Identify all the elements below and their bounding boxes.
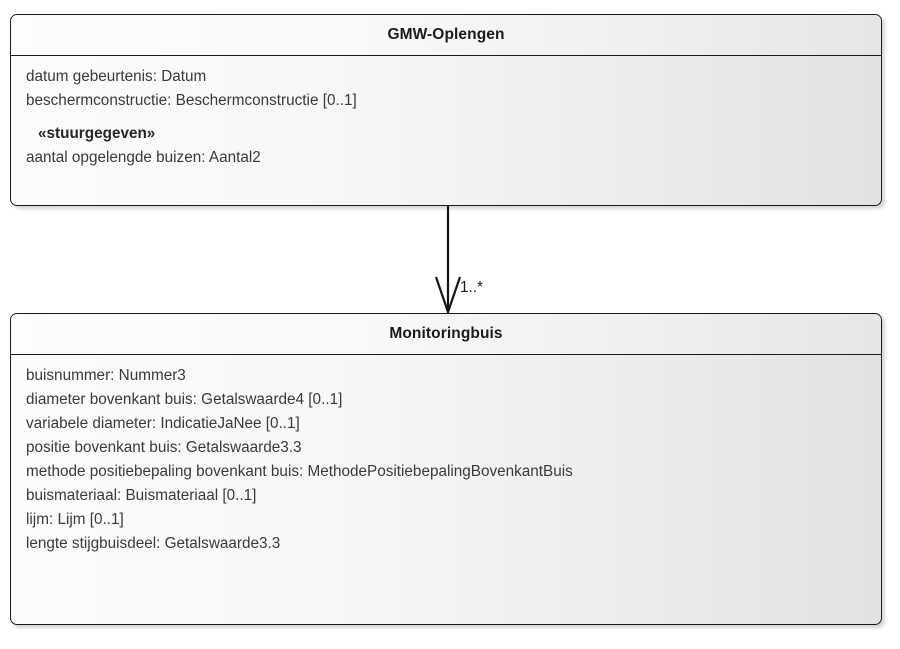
uml-attribute: datum gebeurtenis: Datum [26, 68, 207, 85]
uml-attribute-compartment-gmw-oplengen: datum gebeurtenis: Datum beschermconstru… [11, 56, 881, 180]
uml-attribute: buisnummer: Nummer3 [26, 367, 186, 384]
uml-class-gmw-oplengen[interactable]: GMW-Oplengen datum gebeurtenis: Datum be… [10, 14, 882, 206]
uml-class-title-monitoringbuis: Monitoringbuis [389, 325, 503, 342]
uml-attribute: variabele diameter: IndicatieJaNee [0..1… [26, 415, 300, 432]
uml-attribute: methode positiebepaling bovenkant buis: … [26, 463, 573, 480]
uml-class-monitoringbuis[interactable]: Monitoringbuis buisnummer: Nummer3 diame… [10, 313, 882, 625]
uml-class-header-gmw-oplengen: GMW-Oplengen [11, 15, 881, 56]
uml-class-header-monitoringbuis: Monitoringbuis [11, 314, 881, 355]
association-arrowhead-icon [434, 276, 462, 316]
uml-stereotype-label: «stuurgegeven» [38, 125, 156, 142]
uml-attribute: beschermconstructie: Beschermconstructie… [26, 92, 357, 109]
uml-attribute: positie bovenkant buis: Getalswaarde3.3 [26, 439, 302, 456]
uml-attribute-compartment-monitoringbuis: buisnummer: Nummer3 diameter bovenkant b… [11, 355, 881, 566]
uml-class-title-gmw-oplengen: GMW-Oplengen [387, 26, 505, 43]
uml-attribute: diameter bovenkant buis: Getalswaarde4 [… [26, 391, 343, 408]
uml-attribute: aantal opgelengde buizen: Aantal2 [26, 149, 261, 166]
uml-attribute: lijm: Lijm [0..1] [26, 511, 124, 528]
uml-attribute: lengte stijgbuisdeel: Getalswaarde3.3 [26, 535, 281, 552]
uml-attribute: buismateriaal: Buismateriaal [0..1] [26, 487, 257, 504]
association-target-multiplicity: 1..* [460, 279, 483, 296]
